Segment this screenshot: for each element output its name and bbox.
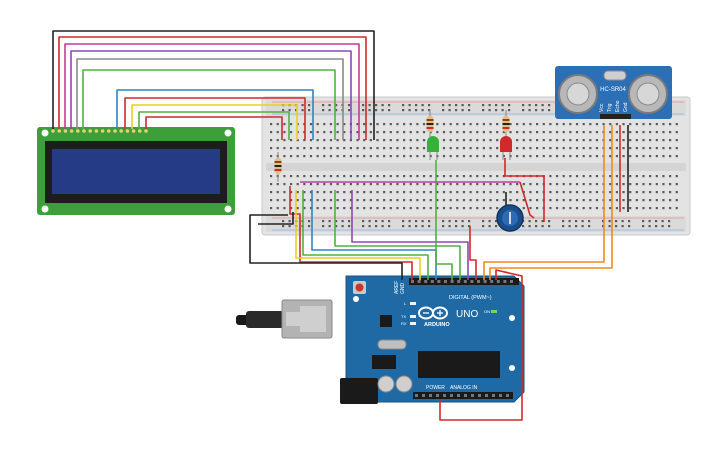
sensor-pin-echo: Echo <box>615 100 621 112</box>
led-l-label: L <box>404 301 407 306</box>
lcd-pin-header <box>51 129 148 133</box>
wire-lcd-green-2[interactable] <box>138 111 290 140</box>
lcd-pin <box>100 129 105 133</box>
lcd-display <box>37 127 235 215</box>
wire-lcd-gray[interactable] <box>76 58 344 140</box>
lcd-pin <box>107 129 111 133</box>
capacitor-1 <box>377 375 395 393</box>
wire-black-short[interactable] <box>258 212 294 225</box>
lcd-pin <box>63 129 68 133</box>
wire-orange-echo[interactable] <box>489 125 613 280</box>
wire-lcd-yellow[interactable] <box>131 104 298 140</box>
wire-red-5v-loop[interactable] <box>439 269 523 421</box>
wire-lcd-magenta[interactable] <box>64 43 360 140</box>
lcd-pin <box>94 129 99 133</box>
resistor-green-led <box>426 110 434 140</box>
wires <box>52 30 629 421</box>
digital-label: DIGITAL (PWM~) <box>449 295 492 301</box>
led-rx-label: RX <box>401 321 407 326</box>
lcd-pin <box>57 129 61 133</box>
lcd-pin <box>51 129 55 133</box>
lcd-pin <box>88 129 92 133</box>
arduino-brand: ARDUINO <box>424 322 450 328</box>
lcd-pin <box>119 129 123 133</box>
wire-purple-d8[interactable] <box>351 190 469 280</box>
power-analog-header <box>413 392 513 399</box>
wire-lcd-green[interactable] <box>82 69 336 140</box>
lcd-pin <box>138 129 142 133</box>
led-green <box>427 136 439 160</box>
wire-lcd-red[interactable] <box>58 36 367 140</box>
wire-yellow-d12[interactable] <box>295 190 421 280</box>
lcd-pin <box>125 129 130 133</box>
breadboard <box>261 96 691 236</box>
ultrasonic-sensor: HC-SR04 Vcc Trig Echo Gnd <box>555 66 672 119</box>
wire-red-pot[interactable] <box>469 226 477 280</box>
led-tx-label: TX <box>401 314 406 319</box>
wire-green-d11[interactable] <box>302 190 429 280</box>
power-jack <box>340 378 378 404</box>
sensor-pin-trig: Trig <box>607 103 613 112</box>
wire-lcd-blue[interactable] <box>116 89 314 140</box>
reset-button[interactable] <box>355 283 364 292</box>
sensor-crystal <box>603 70 627 81</box>
wire-red-5v[interactable] <box>289 186 413 280</box>
wire-red-led[interactable] <box>504 158 545 222</box>
aref-label: AREF <box>394 281 400 294</box>
wire-green-d9[interactable] <box>334 190 461 280</box>
led-red <box>500 136 512 160</box>
arduino-model: UNO <box>456 309 478 320</box>
sensor-pin-gnd: Gnd <box>623 102 629 112</box>
wire-blue-d10[interactable] <box>311 190 437 280</box>
sensor-pin-vcc: Vcc <box>599 103 605 112</box>
capacitor-2 <box>395 375 413 393</box>
lcd-pin <box>69 129 74 133</box>
wire-orange-trig[interactable] <box>483 125 605 280</box>
wire-lcd-red-3[interactable] <box>145 116 283 140</box>
wire-red-bridge[interactable] <box>519 181 535 219</box>
wire-green-led[interactable] <box>435 160 453 280</box>
power-label: POWER <box>426 385 445 391</box>
atmega-chip <box>418 351 500 378</box>
lcd-pin <box>113 129 117 133</box>
lcd-pin <box>76 129 80 133</box>
led-on-label: ON <box>484 309 490 314</box>
sensor-label: HC-SR04 <box>600 87 626 93</box>
arduino-uno: DIGITAL (PWM~) ANALOG IN POWER AREF GND … <box>236 275 525 404</box>
wire-black-gnd[interactable] <box>249 214 403 280</box>
resistor-lcd <box>274 152 282 182</box>
gnd-label: GND <box>400 283 406 295</box>
analog-label: ANALOG IN <box>450 385 478 391</box>
arduino-logo <box>418 306 448 320</box>
lcd-pin <box>82 129 86 133</box>
resistor-red-led <box>502 110 510 140</box>
potentiometer[interactable] <box>496 204 524 232</box>
lcd-pin <box>144 129 148 133</box>
wire-lcd-red-2[interactable] <box>124 97 306 140</box>
wire-lcd-black[interactable] <box>52 30 375 140</box>
lcd-screen <box>52 149 220 194</box>
usb-cable <box>246 311 284 328</box>
header-pins <box>411 280 513 397</box>
wire-lcd-purple[interactable] <box>70 50 352 140</box>
lcd-pin <box>131 129 136 133</box>
